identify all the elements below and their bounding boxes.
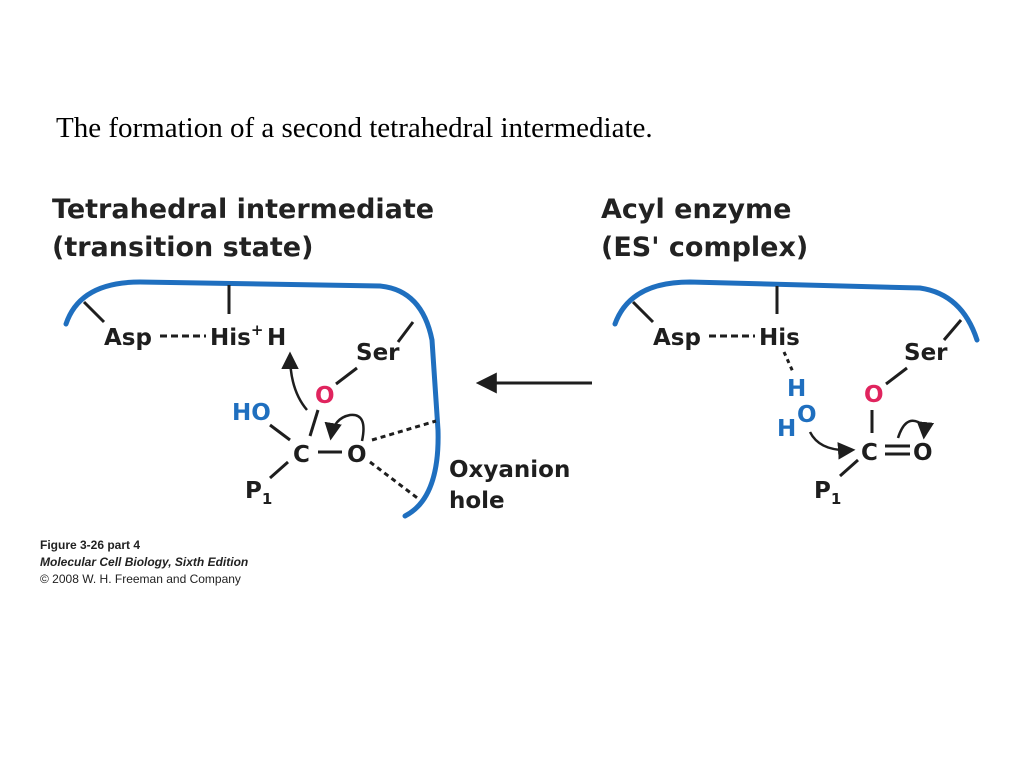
left-oxyanion-hbond-upper <box>371 419 437 442</box>
left-p-label: P1 <box>245 478 272 508</box>
left-h-label: H <box>267 325 286 351</box>
caption-figure-number: Figure 3-26 part 4 <box>40 538 141 552</box>
left-ser-tether <box>396 321 415 343</box>
right-c-label: C <box>861 440 878 466</box>
slide-title: The formation of a second tetrahedral in… <box>56 112 653 144</box>
right-heading-line1: Acyl enzyme <box>601 194 792 225</box>
figure-caption: Figure 3-26 part 4 Molecular Cell Biolog… <box>40 537 248 588</box>
left-oxyanion-hbond-lower <box>369 460 421 502</box>
right-o-red: O <box>864 382 884 408</box>
right-enzyme-outline <box>612 279 980 343</box>
left-panel-heading: Tetrahedral intermediate (transition sta… <box>52 191 434 267</box>
right-arrow-water-to-c <box>808 431 856 460</box>
right-c-p-bond <box>839 458 859 478</box>
left-heading-line2: (transition state) <box>52 232 314 263</box>
left-arrow-o-to-c <box>324 413 365 442</box>
caption-copyright: © 2008 W. H. Freeman and Company <box>40 572 241 586</box>
right-ser-o-bond <box>885 366 908 386</box>
left-o-red: O <box>315 383 335 409</box>
left-panel: Asp His+ H Ser O HO C O P1 Oxyanion hole <box>63 279 570 519</box>
left-ho-c-bond <box>269 423 291 442</box>
left-ho-label: HO <box>232 400 271 426</box>
left-c-p-bond <box>269 460 289 480</box>
left-his-label: His+ <box>210 321 263 351</box>
right-water-h-top: H <box>787 376 806 402</box>
left-asp-tether <box>82 300 106 324</box>
caption-book-title: Molecular Cell Biology, Sixth Edition <box>40 555 249 569</box>
left-c-label: C <box>293 442 310 468</box>
right-ser-label: Ser <box>904 340 948 366</box>
right-arrow-bond-to-o <box>896 419 935 440</box>
left-arrow-to-h <box>281 351 308 411</box>
left-ser-label: Ser <box>356 340 400 366</box>
right-his-label: His <box>759 325 800 351</box>
oxyanion-label-line1: Oxyanion <box>449 457 570 483</box>
right-asp-label: Asp <box>653 325 701 351</box>
right-p-label: P1 <box>814 478 841 508</box>
right-ser-tether <box>942 319 963 341</box>
left-asp-label: Asp <box>104 325 152 351</box>
right-heading-line2: (ES' complex) <box>601 232 809 263</box>
left-o-label: O <box>347 442 367 468</box>
left-ser-o-bond <box>335 366 358 386</box>
right-panel: Asp His H O H Ser O C O P1 <box>612 279 980 508</box>
right-water-o: O <box>797 402 817 428</box>
right-his-water-hbond <box>782 351 795 373</box>
left-o-c-bond <box>308 409 320 437</box>
left-heading-line1: Tetrahedral intermediate <box>52 194 435 225</box>
right-water-h-bottom: H <box>777 416 796 442</box>
oxyanion-label-line2: hole <box>449 488 505 514</box>
right-panel-heading: Acyl enzyme (ES' complex) <box>601 191 808 267</box>
right-asp-tether <box>631 300 655 324</box>
left-enzyme-outline <box>63 279 441 519</box>
right-o-label: O <box>913 440 933 466</box>
